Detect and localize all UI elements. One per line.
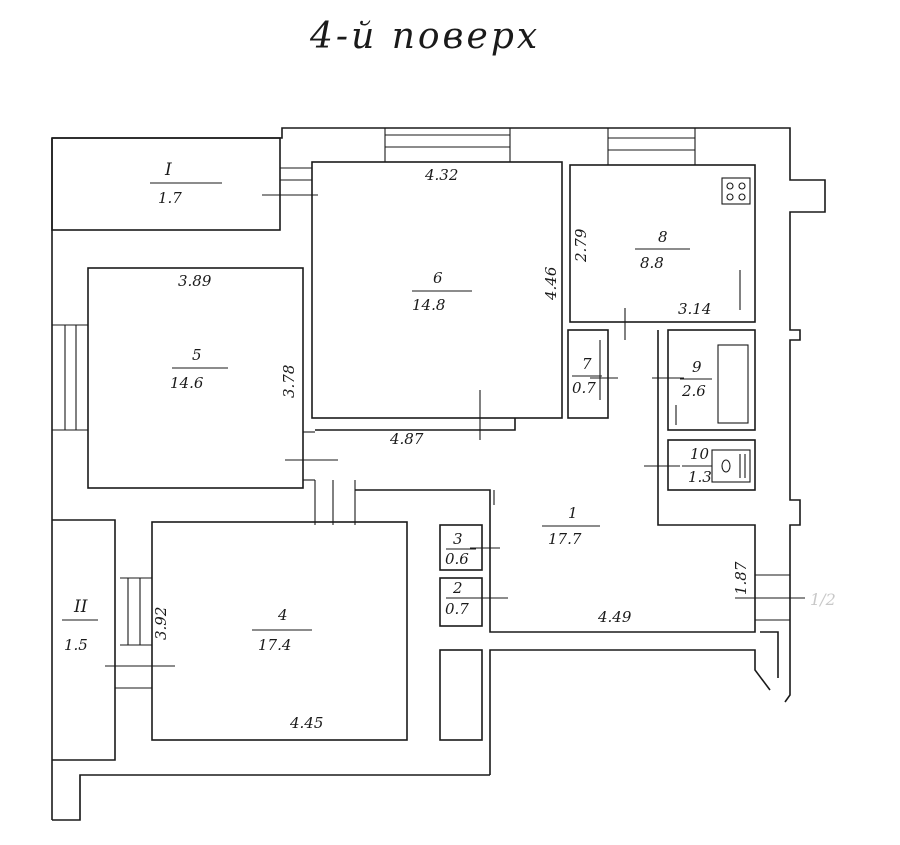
dim-room-8-left: 2.79 [572,228,590,263]
label-room-I: I 1.7 [150,160,222,207]
door-room-4 [314,480,356,525]
dim-room-5-top: 3.89 [178,272,212,290]
room-6 [311,161,563,419]
dim-room-8-bottom: 3.14 [678,300,711,318]
label-room-8: 8 8.8 [635,228,690,272]
room-10 [667,439,756,491]
room-5 [87,267,304,489]
label-room-4: 4 17.4 [252,606,312,654]
door-room-I [262,167,318,196]
window-left-room-5 [52,324,88,431]
room-8 [569,164,756,323]
svg-text:II: II [73,597,88,617]
svg-text:5: 5 [192,346,202,364]
svg-text:6: 6 [433,269,443,287]
label-room-1: 1 17.7 [542,504,600,548]
floor-title: 4-й поверх [309,16,540,57]
stove-icon [721,177,751,205]
svg-text:4: 4 [277,606,288,624]
dim-room-5-right: 3.78 [280,365,298,398]
room-9 [667,329,756,431]
svg-text:2: 2 [452,579,463,597]
svg-text:0.7: 0.7 [445,600,469,618]
window-top-room-6 [384,128,511,162]
svg-text:10: 10 [690,445,710,463]
svg-text:8: 8 [658,228,668,246]
room-2 [439,577,483,627]
window-room-II [120,577,152,646]
entrance-door [735,574,805,621]
label-room-5: 5 14.6 [170,346,228,392]
dim-room-6-right: 4.46 [542,266,560,301]
svg-text:8.8: 8.8 [640,254,664,272]
label-room-II: II 1.5 [62,597,98,654]
room-7 [567,329,609,419]
dim-room-4-bottom: 4.45 [289,714,323,732]
small-closet [439,649,483,741]
room-I [51,137,281,231]
svg-text:3: 3 [453,530,463,548]
svg-text:2.6: 2.6 [681,382,706,400]
svg-text:0.7: 0.7 [572,379,596,397]
dim-corridor: 4.87 [389,430,424,448]
dim-room-6-top: 4.32 [424,166,458,184]
door-room-8 [600,308,650,340]
label-room-2: 2 0.7 [445,579,476,618]
faint-mark: 1/2 [810,590,836,609]
toilet-icon [711,449,751,483]
label-room-3: 3 0.6 [445,530,476,568]
label-room-10: 10 1.3 [682,445,712,486]
svg-text:I: I [164,160,172,180]
dim-room-1-bottom: 4.49 [597,608,632,626]
door-room-5 [285,431,338,481]
bathtub-icon [675,344,749,425]
corridor-wall [315,418,516,431]
svg-text:17.7: 17.7 [548,530,582,548]
room-II [52,519,116,761]
room-4 [151,521,408,741]
label-room-6: 6 14.8 [412,269,472,314]
svg-text:1.3: 1.3 [688,468,712,486]
window-top-room-8 [607,128,696,165]
label-room-7: 7 0.7 [572,355,602,397]
svg-text:1.5: 1.5 [64,636,88,654]
svg-text:17.4: 17.4 [258,636,291,654]
svg-text:14.8: 14.8 [412,296,445,314]
room-1-walls [355,330,756,633]
dim-room-4-left: 3.92 [152,607,170,640]
label-room-9: 9 2.6 [680,358,712,400]
svg-text:9: 9 [692,358,702,376]
svg-text:14.6: 14.6 [170,374,204,392]
svg-text:1.7: 1.7 [158,189,182,207]
dim-room-1-right: 1.87 [732,561,750,595]
svg-text:0.6: 0.6 [445,550,469,568]
svg-text:7: 7 [582,355,592,373]
door-room-II [105,665,175,689]
svg-text:1: 1 [568,504,578,522]
